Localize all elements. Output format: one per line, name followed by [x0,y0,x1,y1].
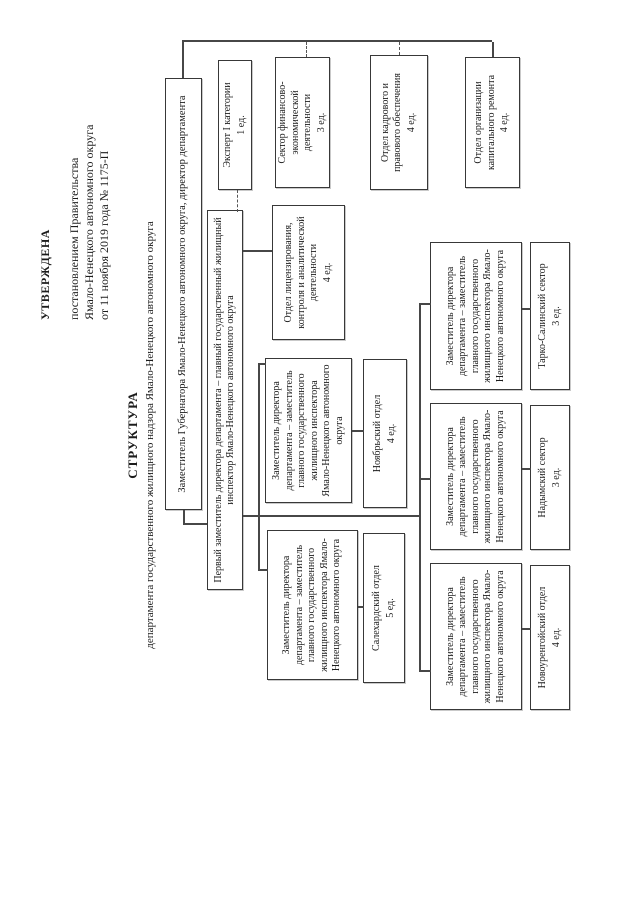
org-box-deputy-nadym: Заместитель директора департамента – зам… [430,403,522,550]
org-box-nadym-sector: Надымский сектор 3 ед. [530,405,570,550]
org-box-deputy-novy-urengoy: Заместитель директора департамента – зам… [430,563,522,710]
connector-deputy-to-nadym [522,468,531,470]
org-box-hr-legal: Отдел кадрового и правового обеспечения … [370,55,428,190]
connector-trunk-to-capital [492,42,494,57]
connector-row-a-bus [258,365,260,571]
org-box-expert: Эксперт I категории 1 ед. [218,60,252,190]
approval-by-line: от 11 ноября 2019 года № 1175-П [97,150,111,320]
org-box-units: 4 ед. [385,423,397,444]
connector-bus-to-deputy-salekhard [258,569,268,571]
org-box-deputy-salekhard: Заместитель директора департамента – зам… [267,530,358,680]
approval-stamp: УТВЕРЖДЕНА [38,229,52,320]
org-box-label: Тарко-Салинский сектор [537,263,548,369]
org-box-units: 4 ед. [550,627,562,648]
connector-bus-to-deputy-noyabrsk [258,363,266,365]
connector-first-deputy-to-expert [237,190,238,212]
org-box-label: Отдел кадрового и правового обеспечения [379,73,404,172]
document-title: СТРУКТУРА департамента государственного … [125,145,156,725]
org-box-deputy-tarko-sale: Заместитель директора департамента – зам… [430,242,522,390]
org-box-deputy-noyabrsk: Заместитель директора департамента – зам… [265,358,352,503]
connector-deputy-to-noyabrsk [352,430,364,432]
org-box-label: Сектор финансово-экономической деятельно… [277,81,313,164]
connector-bus-to-deputy-tarko [419,303,431,305]
org-box-noyabrsk-dept: Ноябрьский отдел 4 ед. [363,359,407,508]
approval-by-line: Ямало-Ненецкого автономного округа [82,124,96,320]
connector-right-trunk [182,40,492,42]
org-box-finance-sector: Сектор финансово-экономической деятельно… [275,57,330,188]
org-box-units: 5 ед. [384,598,396,618]
org-box-label: Отдел организации капитального ремонта [473,74,497,171]
org-box-label: Салехардский отдел [371,565,382,651]
connector-bus-to-deputy-novy-urengoy [419,670,431,672]
org-box-label: Отдел лицензирования, контроля и аналити… [283,216,319,329]
org-box-units: 4 ед. [499,112,511,133]
org-box-units: 4 ед. [321,262,333,283]
title-subheading: департамента государственного жилищного … [144,221,156,649]
org-box-label: Заместитель директора департамента – зам… [271,364,345,497]
org-box-label: Заместитель директора департамента – зам… [444,249,506,383]
org-box-label: Заместитель директора департамента – зам… [281,538,343,672]
org-box-units: 4 ед. [405,112,417,133]
connector-root-to-trunk [182,42,184,78]
org-box-label: Заместитель Губернатора Ямало-Ненецкого … [177,95,189,493]
connector-root-to-first-deputy-v [183,523,207,525]
org-box-licensing: Отдел лицензирования, контроля и аналити… [272,205,345,340]
org-box-capital-repair: Отдел организации капитального ремонта 4… [465,57,520,188]
org-box-units: 3 ед. [315,112,327,133]
org-box-label: Ноябрьский отдел [372,394,383,473]
org-box-label: Заместитель директора департамента – зам… [444,409,506,544]
connector-first-deputy-to-licensing [243,250,272,252]
org-box-novy-urengoy-dept: Новоуренгойский отдел 4 ед. [530,565,570,710]
org-box-label: Надымский сектор [537,437,548,518]
org-box-salekhard-dept: Салехардский отдел 5 ед. [363,533,405,683]
connector-first-deputy-trunk [243,515,419,517]
org-box-root-director: Заместитель Губернатора Ямало-Ненецкого … [165,78,202,510]
connector-bus-to-deputy-nadym [419,478,431,480]
org-box-label: Новоуренгойский отдел [537,586,548,689]
connector-deputy-to-salekhard [358,606,364,608]
org-box-units: 3 ед. [550,306,562,326]
connector-deputy-to-tarko [522,308,531,310]
org-box-units: 1 ед. [235,115,247,135]
connector-deputy-to-novy-urengoy [522,628,531,630]
org-box-tarko-sale-sector: Тарко-Салинский сектор 3 ед. [530,242,570,390]
org-box-units: 3 ед. [550,467,562,488]
org-box-label: Первый заместитель директора департамент… [212,217,237,583]
connector-trunk-to-finance [306,42,307,57]
connector-row-b-bus [419,305,421,672]
approval-block: УТВЕРЖДЕНА постановлением Правительства … [38,70,112,320]
connector-trunk-to-hr [399,42,400,55]
org-box-label: Заместитель директора департамента – зам… [444,569,506,704]
title-heading: СТРУКТУРА [125,391,140,479]
org-box-label: Эксперт I категории [222,82,233,168]
org-box-first-deputy: Первый заместитель директора департамент… [207,210,243,590]
approval-by-line: постановлением Правительства [67,157,81,320]
